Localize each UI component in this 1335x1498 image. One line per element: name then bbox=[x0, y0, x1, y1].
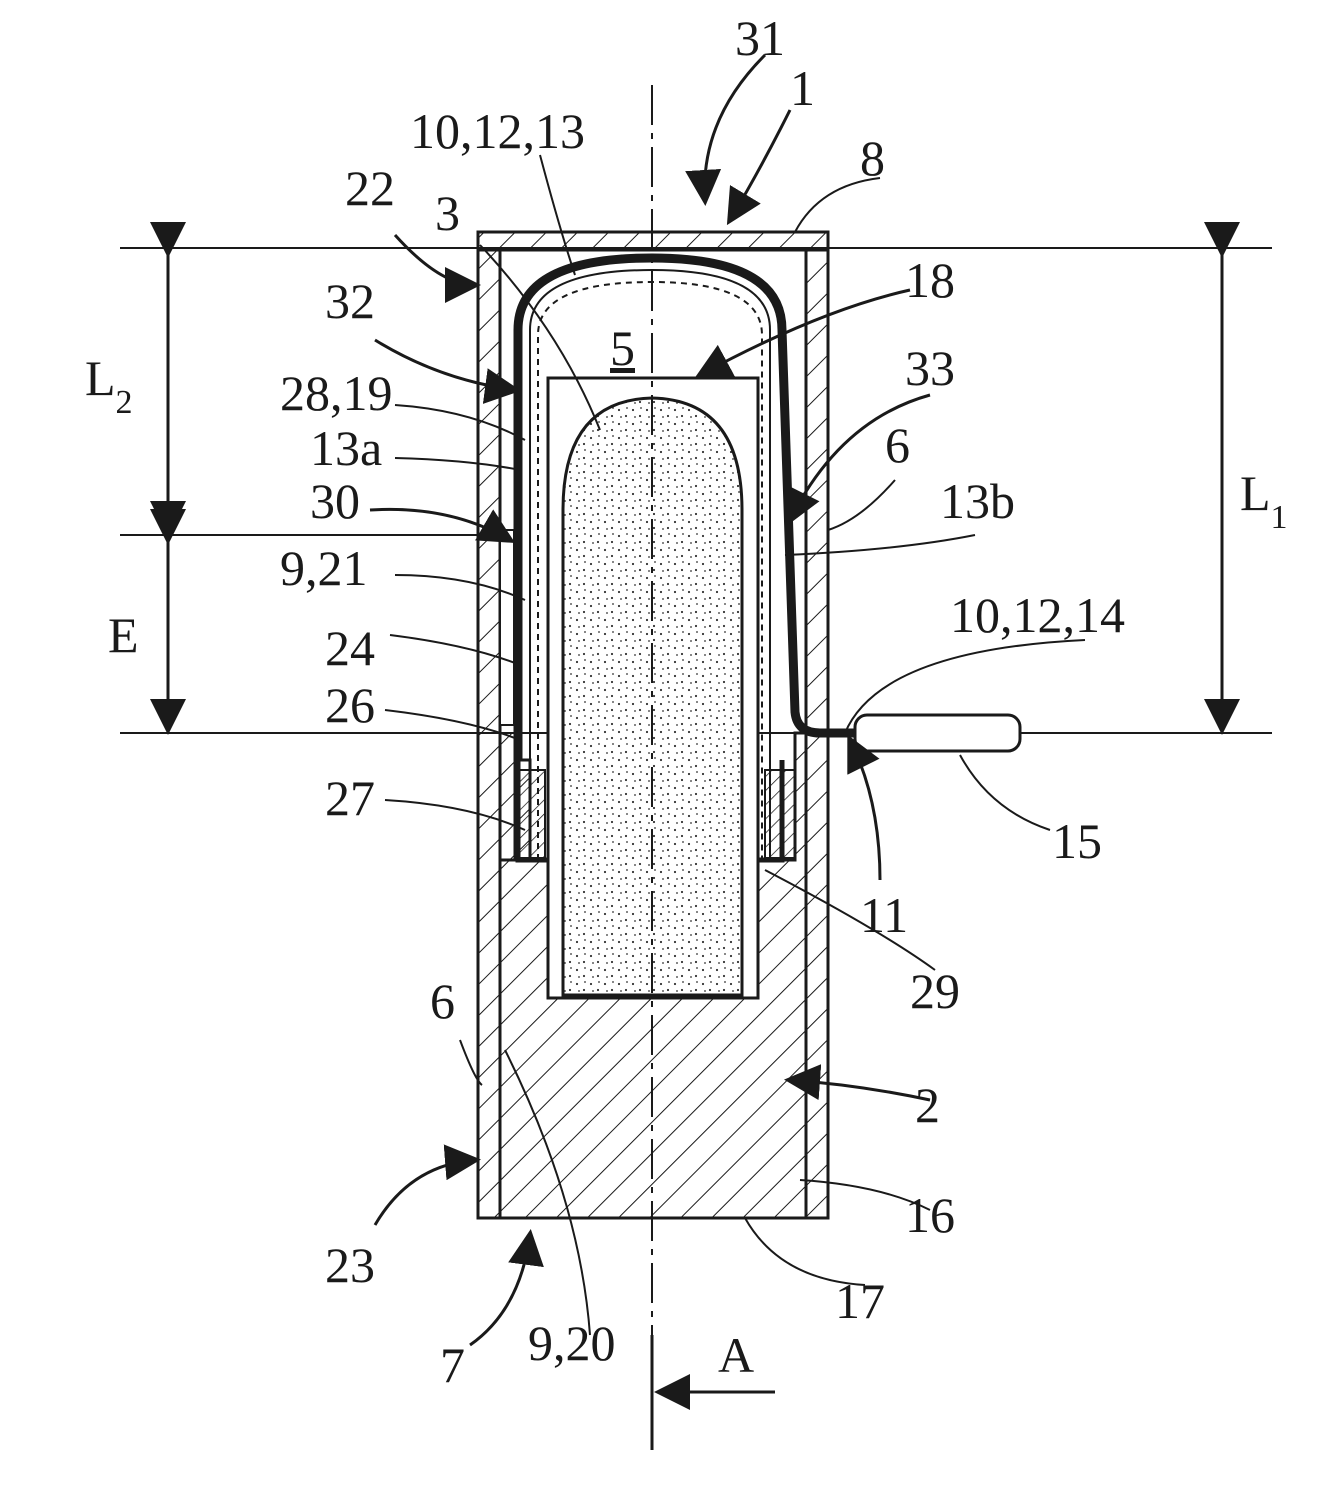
label-18: 18 bbox=[905, 252, 955, 308]
label-30: 30 bbox=[310, 473, 360, 529]
label-E: E bbox=[108, 607, 139, 663]
label-2: 2 bbox=[915, 1077, 940, 1133]
label-24: 24 bbox=[325, 620, 375, 676]
label-A: A bbox=[718, 1327, 754, 1383]
label-L2: L2 bbox=[85, 350, 133, 421]
label-16: 16 bbox=[905, 1187, 955, 1243]
label-15: 15 bbox=[1052, 813, 1102, 869]
label-10-12-14: 10,12,14 bbox=[950, 587, 1125, 643]
label-9-20: 9,20 bbox=[528, 1315, 616, 1371]
label-27: 27 bbox=[325, 770, 375, 826]
label-6-left: 6 bbox=[430, 973, 455, 1029]
label-22: 22 bbox=[345, 160, 395, 216]
label-1: 1 bbox=[790, 60, 815, 116]
label-31: 31 bbox=[735, 10, 785, 66]
label-29: 29 bbox=[910, 963, 960, 1019]
label-33: 33 bbox=[905, 340, 955, 396]
reference-labels: 31 1 10,12,13 8 22 3 18 32 5 33 28,19 13… bbox=[85, 10, 1288, 1393]
label-8: 8 bbox=[860, 130, 885, 186]
label-26: 26 bbox=[325, 677, 375, 733]
label-28-19: 28,19 bbox=[280, 365, 393, 421]
label-32: 32 bbox=[325, 273, 375, 329]
conductor bbox=[513, 253, 858, 760]
label-3: 3 bbox=[435, 185, 460, 241]
label-7: 7 bbox=[440, 1337, 465, 1393]
label-5: 5 bbox=[610, 320, 635, 376]
label-10-12-13: 10,12,13 bbox=[410, 103, 585, 159]
label-13a: 13a bbox=[310, 420, 382, 476]
label-6-right: 6 bbox=[885, 417, 910, 473]
label-9-21: 9,21 bbox=[280, 540, 368, 596]
label-17: 17 bbox=[835, 1273, 885, 1329]
leader-lines bbox=[369, 53, 1086, 1347]
label-L1: L1 bbox=[1240, 465, 1288, 536]
terminal bbox=[853, 713, 1022, 753]
label-11: 11 bbox=[860, 887, 908, 943]
label-23: 23 bbox=[325, 1237, 375, 1293]
label-13b: 13b bbox=[940, 473, 1015, 529]
